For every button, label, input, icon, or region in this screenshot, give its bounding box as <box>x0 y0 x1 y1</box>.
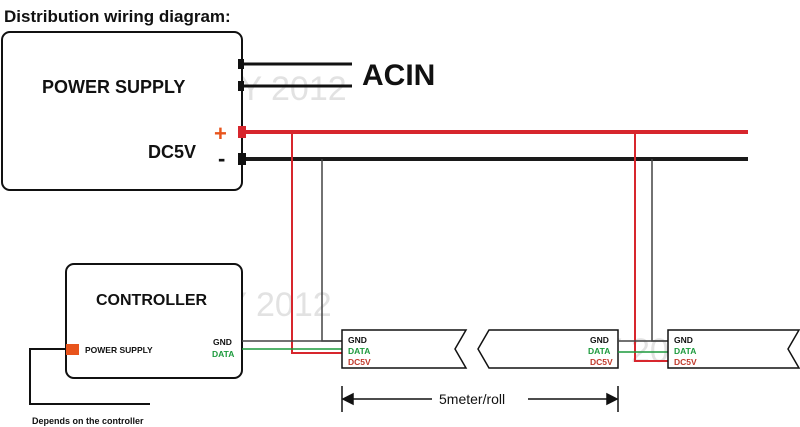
negative-terminal <box>238 153 246 165</box>
controller-box <box>65 263 243 379</box>
plus-sign: + <box>214 121 227 146</box>
led-strip-segment-next <box>667 329 800 369</box>
strip-gnd-label: GND <box>674 335 693 345</box>
strip-data-label: DATA <box>674 346 696 356</box>
strip-dc5v-label: DC5V <box>348 357 371 367</box>
controller-gnd-label: GND <box>213 337 232 347</box>
power-supply-voltage: DC5V <box>148 142 196 162</box>
strip-data-label: DATA <box>348 346 370 356</box>
controller-data-label: DATA <box>212 349 234 359</box>
acin-label: ACIN <box>362 59 435 92</box>
controller-label: CONTROLLER <box>96 292 208 309</box>
power-supply-box <box>1 31 243 191</box>
length-dimension <box>341 386 619 412</box>
led-strip-segment-start <box>341 329 468 369</box>
arrow-right-icon <box>606 392 619 406</box>
strip-dc5v-label: DC5V <box>590 357 613 367</box>
length-label: 5meter/roll <box>439 391 505 407</box>
controller-power-label: POWER SUPPLY <box>85 345 153 355</box>
branch-wires-right <box>634 132 668 362</box>
diagram-title: Distribution wiring diagram: <box>4 7 231 26</box>
power-supply-label: POWER SUPPLY <box>42 77 185 97</box>
strip-gnd-label: GND <box>590 335 609 345</box>
strip-data-label: DATA <box>588 346 610 356</box>
controller-power-wire <box>29 348 150 405</box>
ac-input-wires <box>238 59 352 91</box>
minus-sign: - <box>218 146 225 171</box>
depends-note: Depends on the controller <box>32 416 144 426</box>
controller-power-port <box>66 344 79 355</box>
arrow-left-icon <box>341 392 354 406</box>
strip-dc5v-label: DC5V <box>674 357 697 367</box>
positive-terminal <box>238 126 246 138</box>
strip-gnd-label: GND <box>348 335 367 345</box>
led-strip-segment-end <box>477 329 619 369</box>
